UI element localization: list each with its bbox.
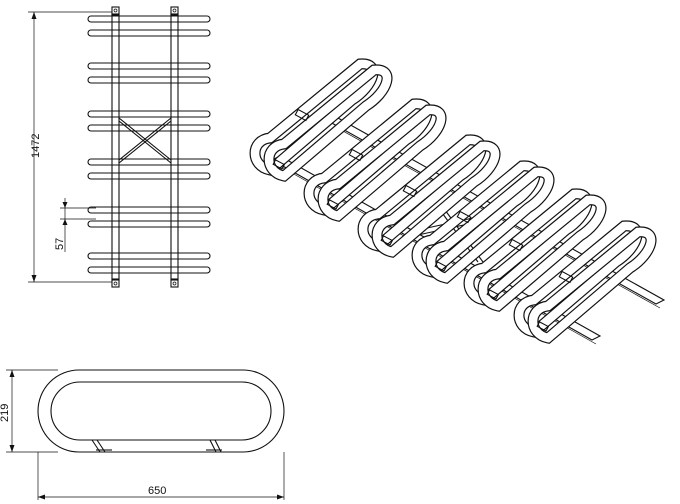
dimension-loop-height: 219: [0, 369, 58, 453]
dimension-loop-width: 650: [37, 452, 285, 500]
plan-bar: [87, 62, 211, 70]
side-view-feet: [91, 439, 222, 453]
iso-clamp: [326, 199, 340, 210]
plan-bar: [87, 220, 211, 228]
iso-loop-tube-inner: [264, 65, 392, 181]
plan-bar: [87, 172, 211, 180]
dimension-height-total: 1472: [28, 11, 112, 283]
dimension-pitch-label: 57: [54, 238, 66, 250]
iso-loops: [249, 58, 657, 344]
plan-cross-brace: [118, 117, 172, 164]
plan-bar: [87, 266, 211, 274]
dimension-height-total-label: 1472: [30, 134, 42, 158]
plan-view: 1472 57: [28, 6, 211, 288]
iso-clamp: [486, 289, 500, 300]
isometric-view: [249, 58, 666, 345]
iso-clamp: [536, 321, 550, 332]
iso-loop-tube-inner: [426, 167, 554, 283]
plan-bar: [87, 76, 211, 84]
side-view: 219 650: [0, 369, 285, 500]
iso-clamp: [348, 148, 364, 162]
iso-clamp: [402, 184, 418, 198]
iso-clamp: [272, 159, 286, 170]
iso-loop-tube-inner: [372, 141, 500, 257]
plan-bar: [87, 252, 211, 260]
iso-clamp: [456, 210, 472, 224]
plan-bar: [87, 124, 211, 132]
iso-clamp: [380, 235, 394, 246]
iso-clamp: [558, 270, 574, 284]
iso-clamp: [508, 238, 524, 252]
dimension-pitch: 57: [54, 198, 96, 252]
dimension-loop-height-label: 219: [0, 404, 11, 422]
iso-loop-tube-inner: [478, 195, 606, 311]
plan-bar: [87, 158, 211, 166]
iso-clamp: [294, 108, 310, 122]
dimension-loop-width-label: 650: [148, 485, 166, 497]
plan-bar: [87, 15, 211, 23]
iso-clamp: [434, 261, 448, 272]
plan-rails: [111, 6, 179, 288]
iso-loop-tube-inner: [528, 227, 656, 343]
plan-bars: [87, 15, 211, 274]
plan-bar: [87, 110, 211, 118]
plan-bar: [87, 206, 211, 214]
plan-bar: [87, 29, 211, 37]
iso-loop-tube-inner: [318, 105, 446, 221]
